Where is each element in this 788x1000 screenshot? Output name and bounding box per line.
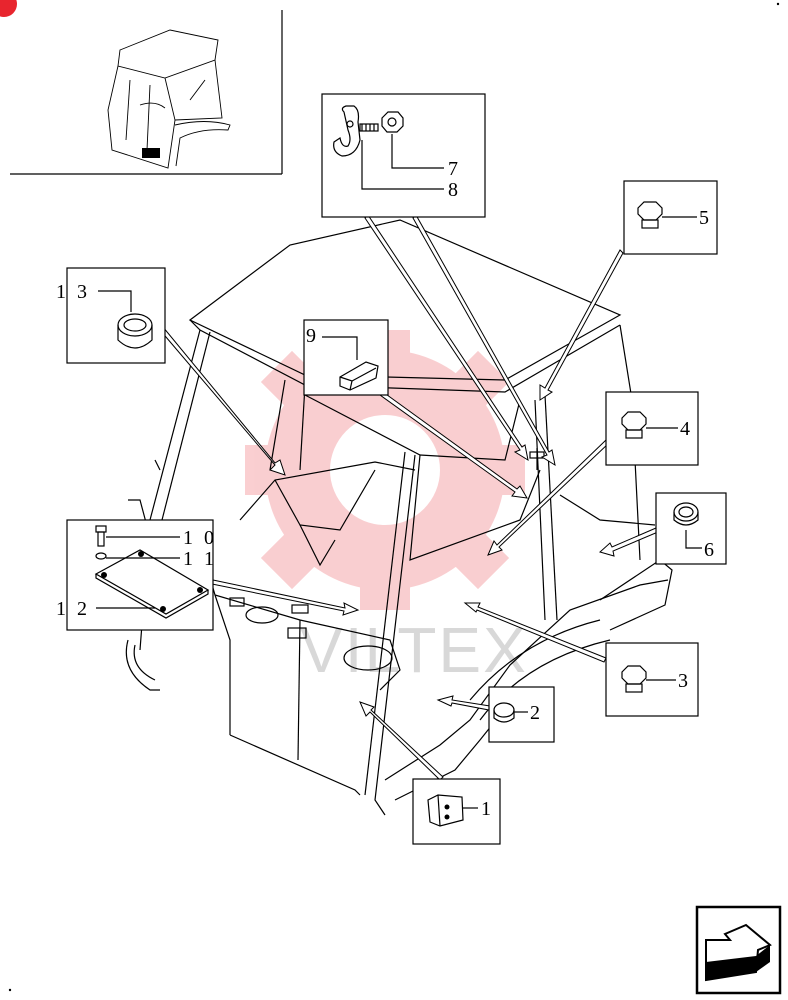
callout-label: 4	[680, 418, 693, 440]
rubber-plug-icon	[117, 313, 153, 349]
callout-label: 9	[306, 325, 319, 347]
callout-part-1: 1	[412, 778, 501, 845]
callout-part-13: 1 3	[56, 267, 166, 364]
callout-part-10-11-12: 1 0 1 1 1 2	[56, 519, 217, 631]
hinge-bracket-icon	[427, 794, 464, 827]
watermark-text: VILTEX	[300, 614, 528, 686]
callout-part-6: 6	[655, 492, 727, 565]
plug-cap-icon	[621, 665, 647, 693]
next-page-arrow-icon[interactable]	[695, 905, 782, 995]
overview-thumbnail	[10, 10, 283, 175]
callout-part-5: 5	[623, 180, 718, 255]
callout-label: 7	[448, 158, 461, 180]
nut-icon	[381, 111, 404, 133]
callout-label: 2	[530, 702, 543, 724]
callout-label: 8	[448, 179, 461, 201]
callout-label: 1 1	[183, 548, 217, 570]
callout-part-3: 3	[605, 642, 699, 717]
callout-label: 1 2	[56, 598, 90, 620]
screw-icon	[95, 525, 107, 547]
callout-label: 1 0	[183, 527, 217, 549]
callout-part-2: 2	[488, 686, 555, 743]
callout-label: 1	[481, 798, 494, 820]
callout-part-9: 9	[303, 319, 389, 396]
grommet-icon	[493, 702, 515, 723]
callout-label: 5	[699, 207, 712, 229]
cab-drawing	[125, 219, 673, 816]
grommet-icon	[673, 502, 699, 526]
callout-label: 1 3	[56, 281, 90, 303]
leader-arrows	[159, 214, 659, 781]
callout-part-7-8: 7 8	[321, 93, 486, 218]
washer-icon	[95, 552, 107, 560]
wedge-block-icon	[339, 361, 379, 391]
plug-cap-icon	[621, 411, 647, 439]
callout-part-4: 4	[605, 391, 699, 466]
callout-label: 3	[678, 670, 691, 692]
hook-bolt-icon	[333, 105, 379, 157]
plug-cap-icon	[637, 201, 663, 229]
callout-label: 6	[704, 539, 717, 561]
corner-marker	[0, 0, 17, 17]
